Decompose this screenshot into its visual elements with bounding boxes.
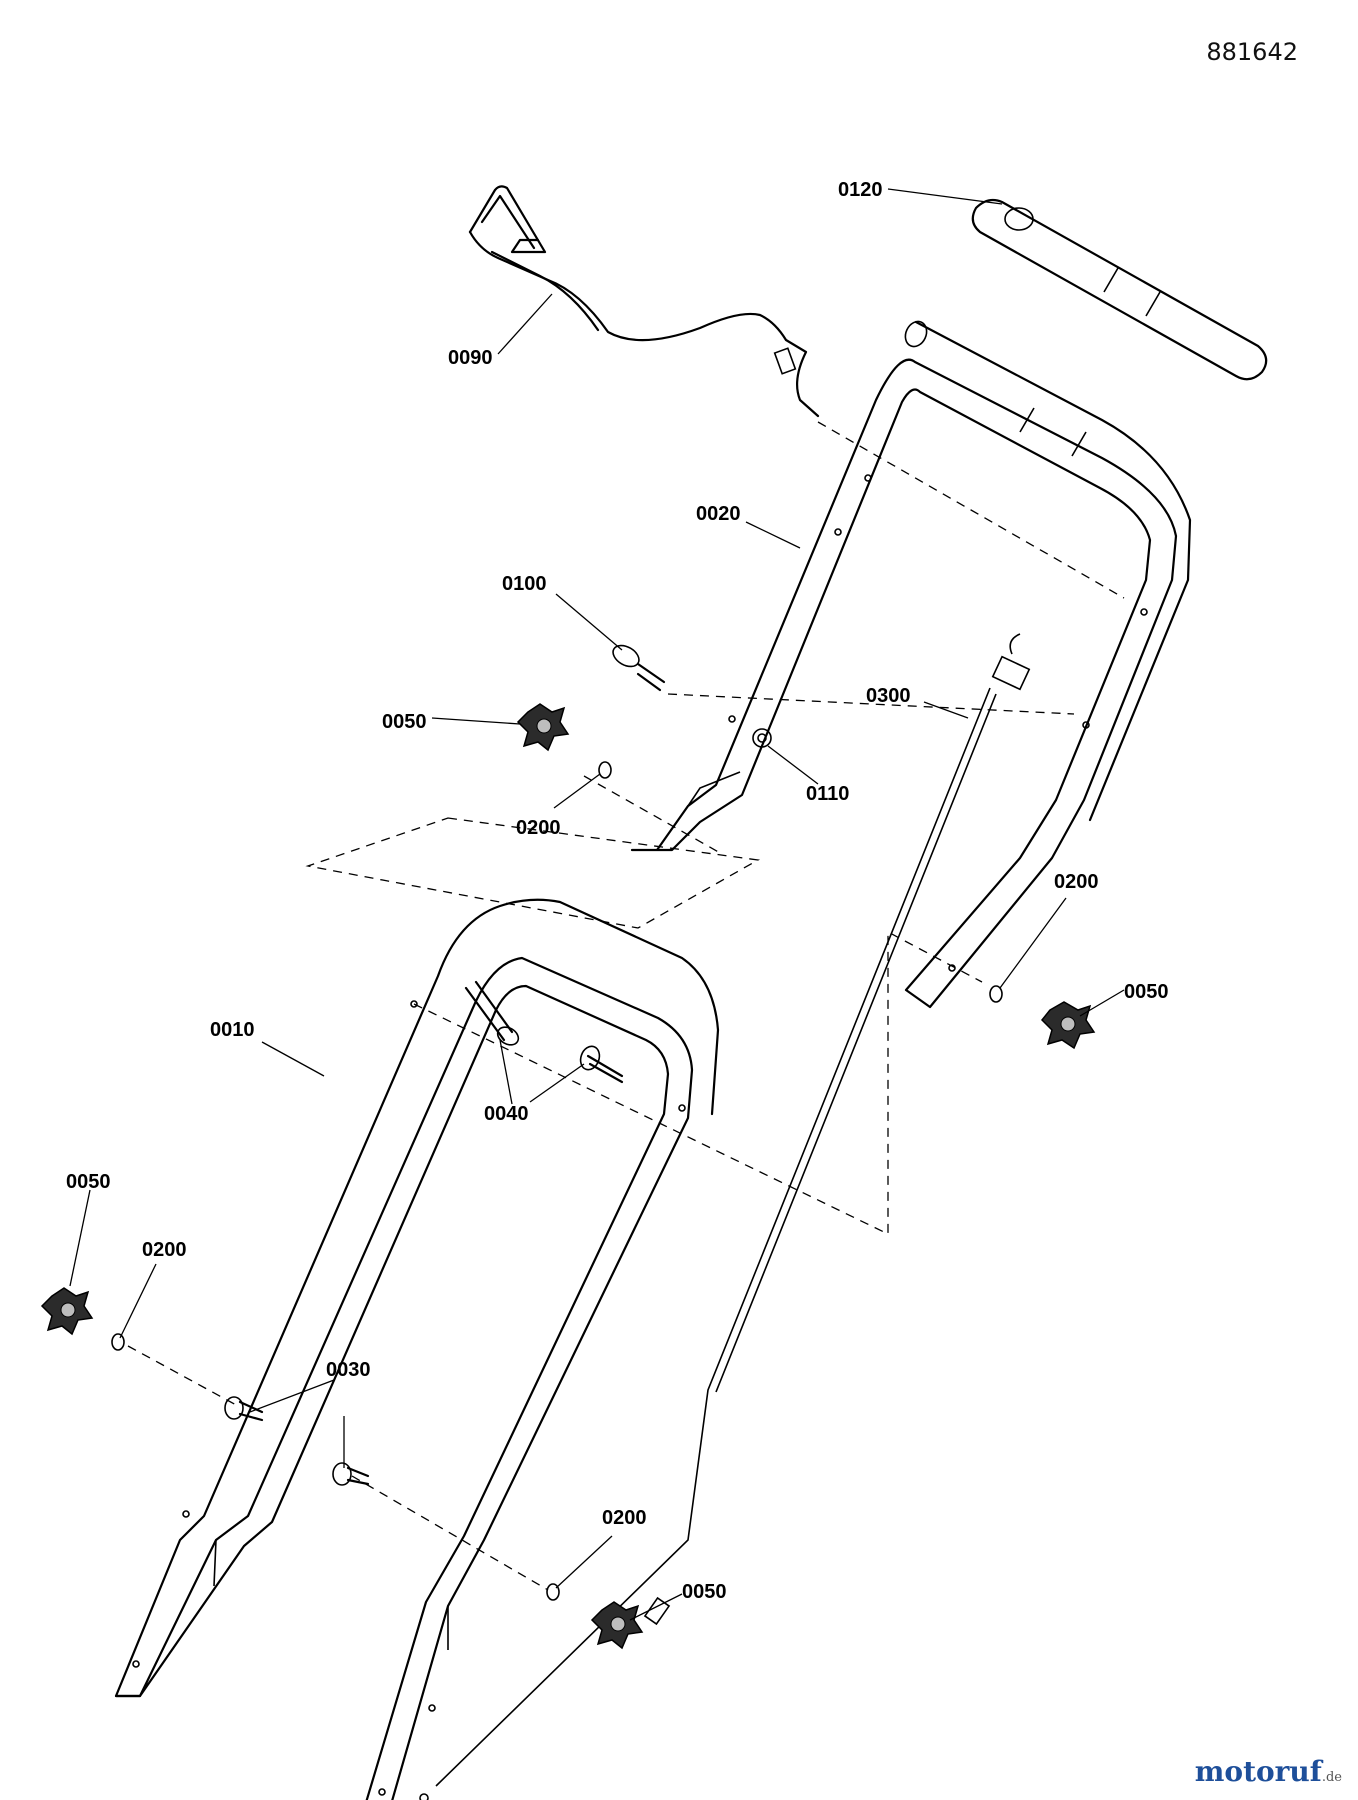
star-knob-0050d [590,1601,644,1650]
callout-0200b: 0200 [1054,871,1099,893]
carriage-bolt-0040-part [464,980,624,1084]
callout-0050c: 0050 [66,1171,111,1193]
lower-handle-part [114,898,720,1800]
washer-0200b [989,985,1003,1003]
watermark-brand: motoruf [1194,1755,1322,1788]
callout-0090: 0090 [448,347,493,369]
callout-0300: 0300 [866,685,911,707]
bolt-0030-part [224,1396,370,1486]
callout-leaders [69,188,1125,1621]
callout-0100: 0100 [502,573,547,595]
grip-sleeve-part [971,198,1268,381]
watermark-tld: .de [1321,1770,1342,1785]
assembly-lines [127,421,1125,1591]
callout-0050a: 0050 [382,711,427,733]
callout-0200d: 0200 [602,1507,647,1529]
motoruf-watermark-logo: motoruf.de [1195,1755,1342,1788]
star-knob-0050b [1040,1001,1096,1050]
callout-0030: 0030 [326,1359,371,1381]
diagram-number: 881642 [1206,38,1298,66]
washer-0200a [598,761,612,779]
control-lever-part [468,185,820,418]
washer-0200c [111,1333,125,1351]
star-knob-0050a [516,703,570,752]
callout-0200c: 0200 [142,1239,187,1261]
upper-handle-part [630,320,1192,1009]
control-cable-part [419,633,1031,1800]
callout-0120: 0120 [838,179,883,201]
callout-0110: 0110 [806,783,849,805]
fastener-0100-part [612,644,666,692]
callout-0010: 0010 [210,1019,255,1041]
star-knob-0050c [40,1287,94,1336]
callout-0050b: 0050 [1124,981,1169,1003]
callout-0050d: 0050 [682,1581,727,1603]
callout-0020: 0020 [696,503,741,525]
nut-0110-part [752,728,772,748]
callout-0200a: 0200 [516,817,561,839]
callout-0040: 0040 [484,1103,529,1125]
